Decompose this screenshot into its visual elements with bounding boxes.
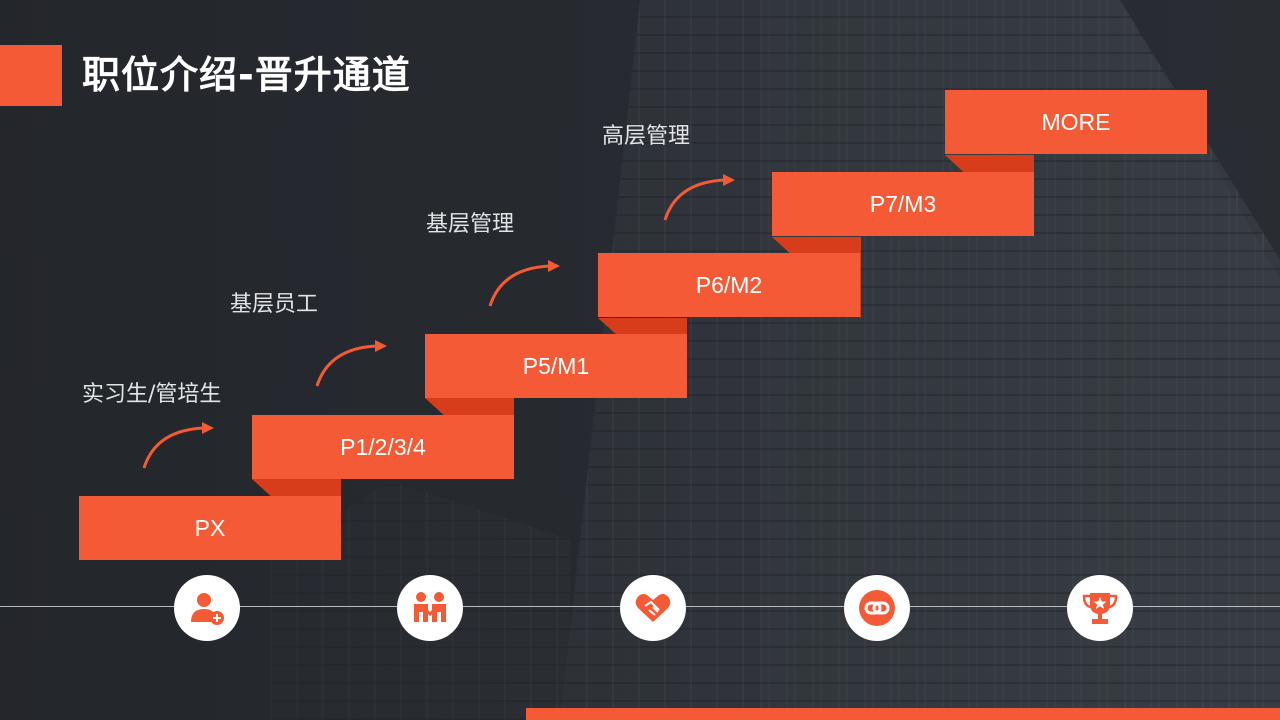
step-px: PX xyxy=(79,496,341,560)
level-label-senior-manager: 高层管理 xyxy=(602,124,691,149)
step-p1-4: P1/2/3/4 xyxy=(252,415,514,479)
title-accent-block xyxy=(0,45,62,106)
curved-arrow-icon xyxy=(488,260,560,307)
add-user-icon xyxy=(191,593,224,625)
team-icon xyxy=(414,592,446,622)
link-icon xyxy=(859,590,895,626)
level-label-staff: 基层员工 xyxy=(230,292,319,317)
curved-arrow-icon xyxy=(142,422,214,469)
step-p7-m3: P7/M3 xyxy=(772,172,1034,236)
step-p6-m2: P6/M2 xyxy=(598,253,860,317)
timeline-node xyxy=(620,575,686,641)
level-label-intern: 实习生/管培生 xyxy=(82,382,222,407)
step-more: MORE xyxy=(945,90,1207,154)
curved-arrow-icon xyxy=(315,340,387,387)
timeline-node xyxy=(844,575,910,641)
bottom-accent-bar xyxy=(526,708,1280,720)
timeline-node xyxy=(397,575,463,641)
level-label-junior-manager: 基层管理 xyxy=(426,212,515,237)
handshake-icon xyxy=(635,594,671,622)
timeline-node xyxy=(174,575,240,641)
page-title: 职位介绍-晋升通道 xyxy=(82,53,411,97)
curved-arrow-icon xyxy=(663,174,735,221)
timeline-node xyxy=(1067,575,1133,641)
step-p5-m1: P5/M1 xyxy=(425,334,687,398)
trophy-icon xyxy=(1082,593,1118,624)
